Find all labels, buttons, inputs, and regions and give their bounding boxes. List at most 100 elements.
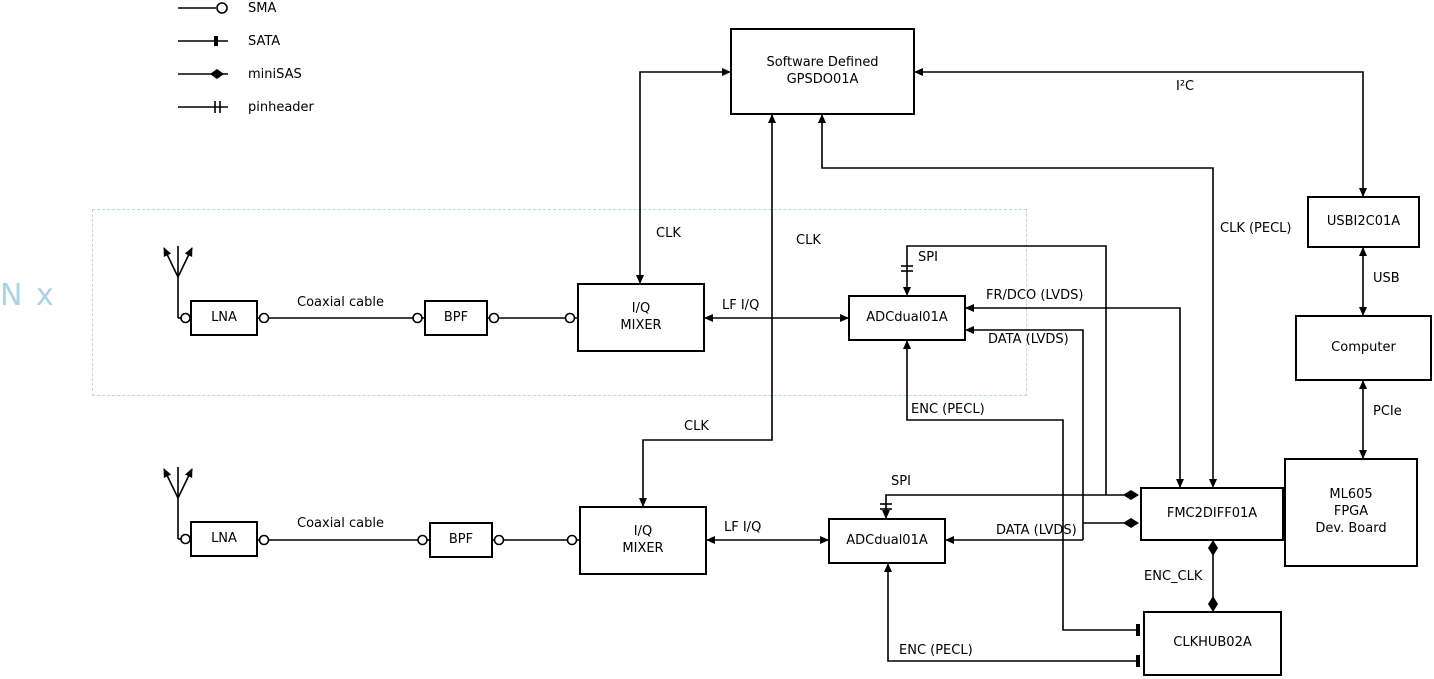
wire-label-clk-drop: CLK [796, 233, 821, 248]
legend-label-sma: SMA [248, 0, 277, 16]
wire-label-enc-1: ENC (PECL) [911, 402, 985, 417]
block-ml605-line1: ML605 [1329, 487, 1373, 503]
wires [163, 68, 1367, 662]
block-fmc2diff-label: FMC2DIFF01A [1166, 505, 1258, 521]
wire-label-spi-1: SPI [918, 250, 938, 265]
wire-data-1 [965, 326, 1084, 540]
block-mixer-2-line2: MIXER [622, 540, 664, 556]
wire-clk-mixer-2 [639, 114, 776, 507]
pinheader-marks-spi-1 [901, 265, 913, 272]
legend-label-pinheader: pinheader [248, 99, 314, 115]
sma-icon [180, 312, 191, 324]
block-fmc2diff: FMC2DIFF01A [1140, 487, 1284, 541]
sma-icon [180, 533, 191, 545]
block-lna-2: LNA [190, 521, 258, 557]
wire-label-pcie: PCIe [1373, 404, 1402, 419]
block-mixer-2: I/Q MIXER [579, 506, 707, 575]
wire-spi-1 [903, 245, 1107, 495]
block-bpf-1-label: BPF [443, 309, 469, 325]
wire-label-coax-2: Coaxial cable [297, 516, 384, 531]
block-clkhub-label: CLKHUB02A [1173, 635, 1252, 651]
multiplier-label: N x [0, 278, 56, 313]
legend-row-minisas: miniSAS [176, 66, 314, 82]
sata-icon [1136, 624, 1140, 636]
wire-label-enc-clk: ENC_CLK [1144, 569, 1203, 584]
wire-label-lfiq-1: LF I/Q [722, 298, 760, 313]
legend-row-pinheader: pinheader [176, 99, 314, 115]
block-mixer-2-line1: I/Q [633, 523, 653, 539]
block-lna-1: LNA [190, 300, 258, 336]
sma-connectors [180, 312, 578, 546]
wire-spi-2 [882, 494, 1106, 519]
pinheader-marks-spi-2 [880, 503, 892, 510]
sma-icon [417, 534, 428, 546]
block-ml605-line2: FPGA [1333, 504, 1369, 520]
block-mixer-1-line2: MIXER [620, 317, 662, 333]
block-bpf-1: BPF [424, 300, 488, 336]
block-adc-1: ADCdual01A [848, 295, 966, 341]
block-gpsdo: Software Defined GPSDO01A [730, 28, 915, 115]
legend-label-sata: SATA [248, 33, 281, 49]
antenna-1-icon [163, 246, 193, 319]
block-ml605-line3: Dev. Board [1315, 520, 1387, 536]
wire-frdco-1 [965, 304, 1184, 488]
block-adc-2: ADCdual01A [828, 518, 946, 564]
wire-i2c [914, 68, 1367, 197]
wire-label-lfiq-2: LF I/Q [724, 520, 762, 535]
block-mixer-1: I/Q MIXER [577, 283, 705, 352]
sata-icon [1136, 655, 1140, 667]
wire-enc-2 [884, 563, 1136, 662]
block-adc-1-label: ADCdual01A [866, 309, 948, 325]
minisas-icon [1208, 596, 1218, 612]
wire-label-i2c: I²C [1176, 79, 1195, 94]
wire-enc-1 [903, 340, 1136, 631]
sma-icon [258, 312, 270, 324]
sma-icon [412, 312, 423, 324]
wire-label-clk-pecl: CLK (PECL) [1220, 221, 1292, 236]
sma-icon [564, 312, 576, 324]
block-ml605: ML605 FPGA Dev. Board [1284, 458, 1418, 567]
wire-label-spi-2: SPI [891, 474, 911, 489]
minisas-connector-icon [178, 69, 228, 79]
legend-row-sma: SMA [176, 0, 314, 16]
antenna-2-icon [163, 467, 193, 540]
connector-legend: SMA SATA miniSAS pinheader [176, 0, 314, 132]
block-gpsdo-line2: GPSDO01A [786, 71, 859, 87]
block-mixer-1-line1: I/Q [631, 300, 651, 316]
sma-connector-icon [178, 2, 228, 14]
legend-row-sata: SATA [176, 33, 314, 49]
wire-label-coax-1: Coaxial cable [297, 295, 384, 310]
wire-label-enc-2: ENC (PECL) [899, 643, 973, 658]
block-usbi2c-label: USBI2C01A [1326, 213, 1401, 229]
block-bpf-2: BPF [429, 522, 493, 558]
wire-label-data-2: DATA (LVDS) [996, 523, 1077, 538]
wire-label-frdco-1: FR/DCO (LVDS) [986, 288, 1084, 303]
block-gpsdo-line1: Software Defined [766, 54, 879, 70]
block-usbi2c: USBI2C01A [1307, 196, 1420, 248]
pinheader-connector-icon [178, 101, 228, 113]
sata-connectors [1136, 624, 1140, 667]
sma-icon [488, 312, 500, 324]
sma-icon [566, 534, 578, 546]
minisas-connectors [1123, 490, 1218, 612]
block-adc-2-label: ADCdual01A [846, 532, 928, 548]
sata-connector-icon [178, 36, 228, 46]
minisas-icon [1123, 490, 1139, 500]
wire-label-clk-mixer-2: CLK [684, 419, 709, 434]
minisas-icon [1208, 540, 1218, 556]
legend-label-minisas: miniSAS [248, 66, 302, 82]
wire-label-data-1: DATA (LVDS) [988, 332, 1069, 347]
wire-clk-mixer-1 [636, 68, 731, 284]
block-lna-2-label: LNA [211, 530, 237, 546]
wire-label-clk-mixer-1: CLK [656, 226, 681, 241]
block-computer-label: Computer [1331, 339, 1396, 355]
block-bpf-2-label: BPF [448, 531, 474, 547]
minisas-icon [1123, 518, 1139, 528]
sma-icon [258, 534, 270, 546]
block-computer: Computer [1295, 315, 1432, 381]
block-lna-1-label: LNA [211, 309, 237, 325]
sma-icon [493, 534, 505, 546]
block-clkhub: CLKHUB02A [1143, 611, 1282, 676]
